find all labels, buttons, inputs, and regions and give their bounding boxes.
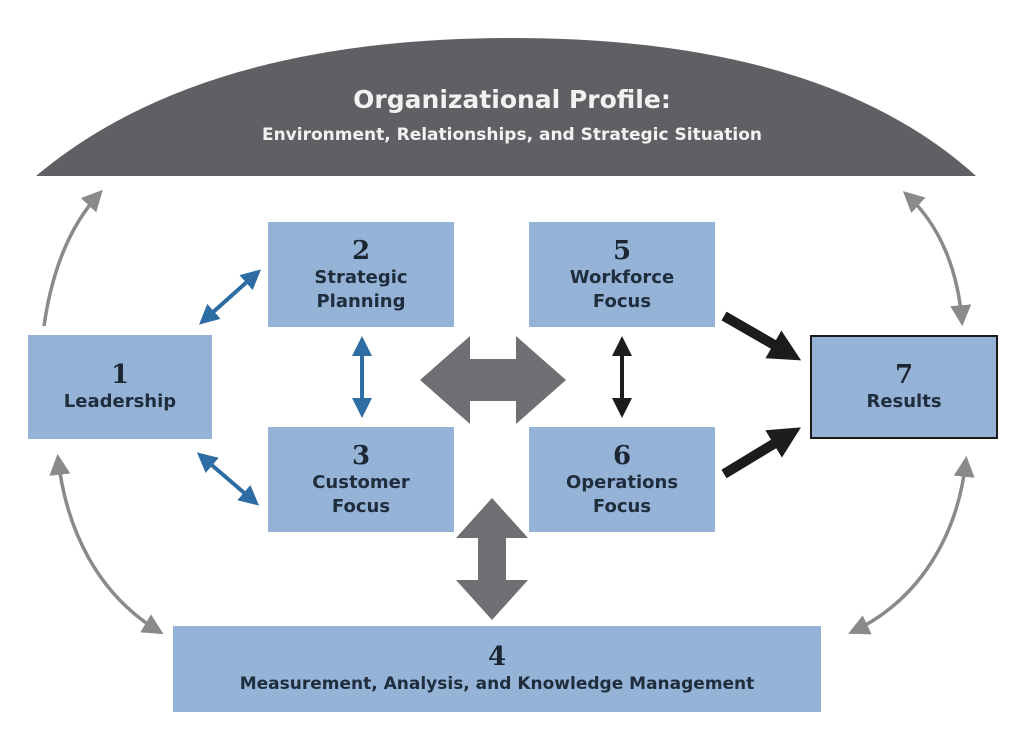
box-label-line1: Strategic [314, 266, 408, 288]
arrow-center-horizontal [420, 336, 566, 424]
box-number: 4 [487, 642, 507, 672]
box-number: 6 [612, 440, 632, 471]
cycle-arrow-leadership-to-profile [42, 189, 103, 327]
box-label-line2: Planning [316, 290, 406, 312]
box-leadership: 1 Leadership [28, 335, 212, 439]
box-measurement-analysis: 4 Measurement, Analysis, and Knowledge M… [173, 626, 821, 712]
box-label-line2: Focus [592, 290, 652, 312]
box-workforce-focus: 5 Workforce Focus [529, 222, 715, 327]
arrow-leadership-customer-focus [196, 452, 260, 506]
organizational-profile-subtitle: Environment, Relationships, and Strategi… [261, 125, 763, 145]
box-label: Leadership [63, 391, 177, 412]
box-label-line1: Customer [312, 471, 410, 493]
box-number: 7 [894, 360, 914, 390]
box-number: 1 [110, 360, 130, 390]
box-label: Measurement, Analysis, and Knowledge Man… [239, 674, 755, 694]
arrow-operations-to-results [721, 427, 801, 479]
arrow-center-vertical [456, 498, 528, 620]
box-number: 5 [612, 235, 632, 266]
cycle-arrow-profile-results [902, 191, 972, 327]
box-label-line1: Workforce [569, 266, 675, 288]
box-label-line2: Focus [592, 495, 652, 517]
box-label-line2: Focus [331, 495, 391, 517]
box-number: 3 [351, 440, 371, 471]
cycle-arrow-results-measurement [848, 455, 975, 635]
box-strategic-planning: 2 Strategic Planning [268, 222, 454, 327]
box-label: Results [866, 391, 942, 412]
organizational-profile-title: Organizational Profile: [353, 85, 671, 114]
box-number: 2 [351, 235, 371, 266]
box-operations-focus: 6 Operations Focus [529, 427, 715, 532]
organizational-profile-dome [36, 38, 976, 176]
box-customer-focus: 3 Customer Focus [268, 427, 454, 532]
arrow-leadership-strategic-planning [199, 269, 261, 325]
box-label-line1: Operations [565, 471, 679, 493]
cycle-arrow-leadership-measurement [49, 453, 164, 635]
arrow-workforce-to-results [721, 311, 802, 361]
box-results: 7 Results [810, 335, 998, 439]
